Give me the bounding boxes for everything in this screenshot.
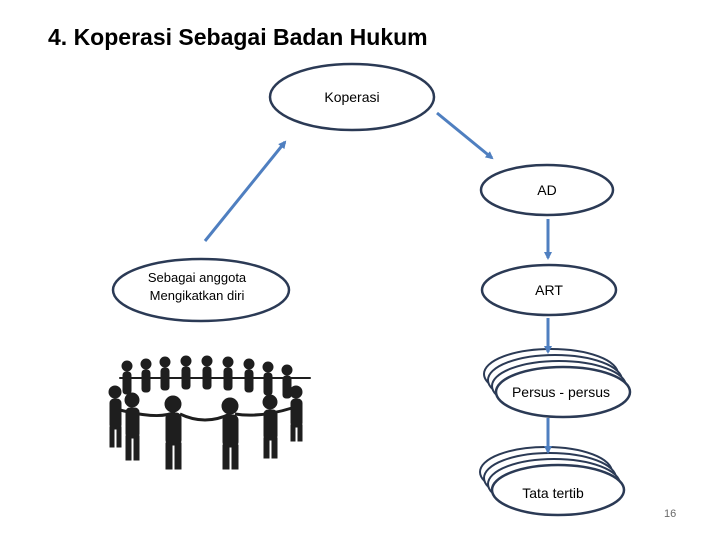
node-anggota: Sebagai anggota Mengikatkan diri [113,259,289,321]
arrow-koperasi-to-ad [437,113,492,158]
node-persus-label: Persus - persus [512,384,610,400]
node-art-label: ART [535,282,563,298]
page-number: 16 [664,508,676,520]
node-koperasi-label: Koperasi [324,89,379,105]
people-circle-image [109,356,310,469]
arrow-anggota-to-koperasi [205,142,285,241]
node-art: ART [482,265,616,315]
node-koperasi: Koperasi [270,64,434,130]
node-anggota-label-line2: Mengikatkan diri [150,288,245,303]
node-persus: Persus - persus [484,349,630,417]
node-tata-tertib-label: Tata tertib [522,485,584,501]
node-anggota-label-line1: Sebagai anggota [148,270,247,285]
node-ad: AD [481,165,613,215]
node-tata-tertib: Tata tertib [480,447,624,515]
node-ad-label: AD [537,182,556,198]
